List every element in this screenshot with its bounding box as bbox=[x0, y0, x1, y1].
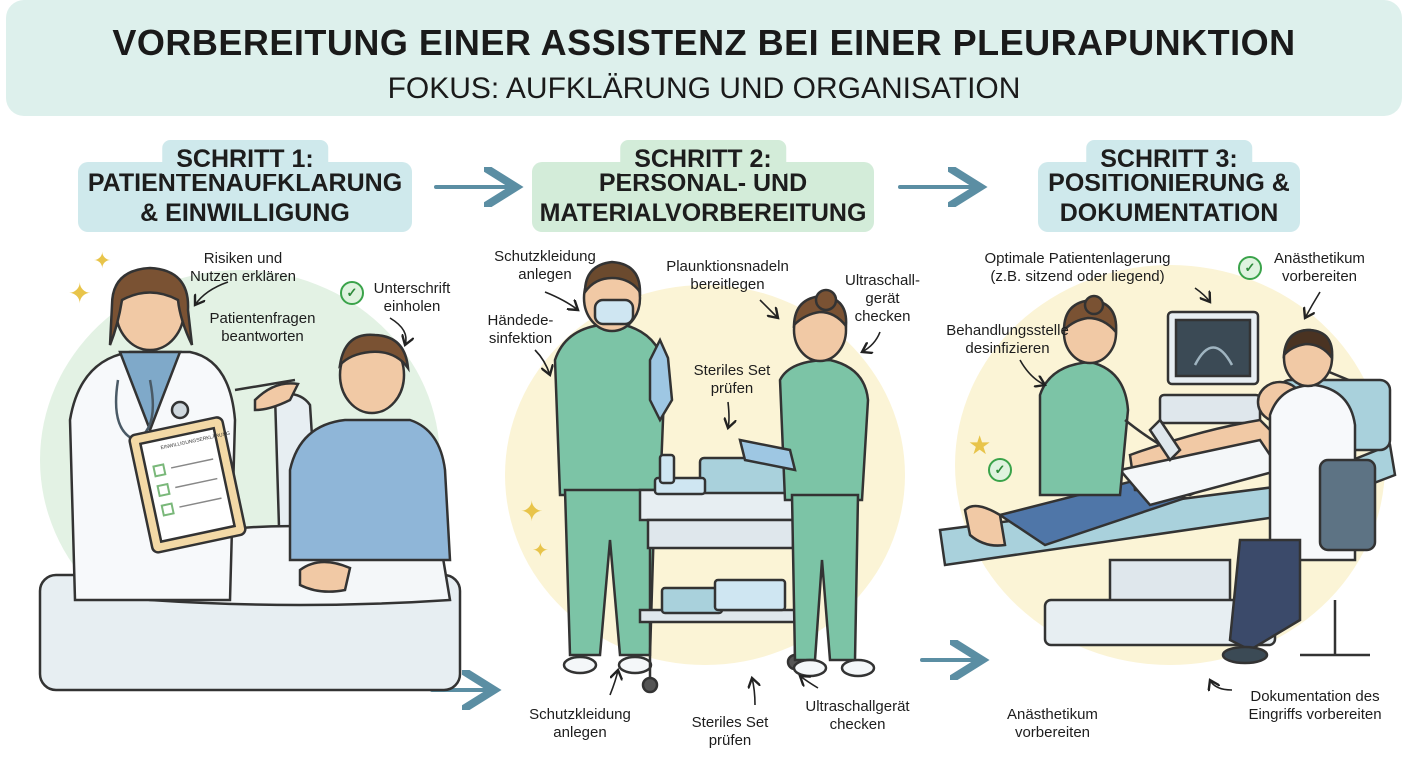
doctor-figure-seated bbox=[1221, 328, 1377, 665]
ultrasound-machine bbox=[1158, 310, 1262, 425]
note-steriles-set-bottom: Steriles Set prüfen bbox=[691, 714, 769, 749]
nurse-figure-female bbox=[738, 288, 876, 678]
step1-tab-label: SCHRITT 1: bbox=[162, 140, 328, 174]
header-banner bbox=[6, 0, 1402, 116]
sparkle-star-icon: ✦ bbox=[93, 248, 112, 273]
step3-tag: SCHRITT 3: POSITIONIERUNG & DOKUMENTATIO… bbox=[1038, 140, 1300, 232]
patient-lying bbox=[963, 380, 1304, 547]
step3-tab-label: SCHRITT 3: bbox=[1086, 140, 1252, 174]
instrument-cart bbox=[638, 453, 804, 694]
page-subtitle: FOKUS: AUFKLÄRUNG UND ORGANISATION bbox=[387, 72, 1021, 105]
sparkle-star-icon: ✦ bbox=[68, 278, 92, 309]
step3-title-line2: DOKUMENTATION bbox=[1059, 199, 1279, 227]
annotation-arrows bbox=[195, 281, 1321, 706]
step2-tag: SCHRITT 2: PERSONAL- UND MATERIALVORBERE… bbox=[532, 140, 874, 232]
note-punktionsnadeln: Plaunktionsnadeln bereitlegen bbox=[666, 258, 789, 293]
step1-tag: SCHRITT 1: PATIENTENAUFKLÄRUNG & EINWILL… bbox=[78, 140, 412, 232]
sparkle-star-icon: ✦ bbox=[520, 496, 544, 527]
note-unterschrift: Unterschrift einholen bbox=[373, 280, 451, 315]
note-haendedesinfektion: Händede- sinfektion bbox=[487, 312, 554, 347]
note-behandlungsstelle: Behandlungsstelle desinfizieren bbox=[946, 322, 1069, 357]
patient-figure bbox=[288, 333, 452, 593]
note-schutzkleidung-bottom: Schutzkleidung anlegen bbox=[529, 706, 631, 741]
check-circle-icon: ✓ bbox=[340, 281, 364, 305]
note-risiken-nutzen: Risiken und Nutzen erklären bbox=[190, 250, 296, 285]
note-steriles-set-mid: Steriles Set prüfen bbox=[693, 362, 771, 397]
consent-form-clipboard bbox=[128, 416, 247, 554]
note-anaesthetikum-bottom: Anästhetikum vorbereiten bbox=[1007, 706, 1098, 741]
note-ultraschall-top: Ultraschall- gerät checken bbox=[844, 272, 920, 325]
note-patientenlagerung: Optimale Patientenlagerung (z.B. sitzend… bbox=[984, 250, 1171, 285]
note-dokumentation: Dokumentation des Eingriffs vorbereiten bbox=[1248, 688, 1382, 723]
step2-tab-label: SCHRITT 2: bbox=[620, 140, 786, 174]
sparkle-star-icon: ★ bbox=[968, 430, 992, 460]
step2-title-line2: MATERIALVORBEREITUNG bbox=[539, 199, 867, 227]
check-circle-icon: ✓ bbox=[988, 458, 1012, 482]
note-patientenfragen: Patientenfragen beantworten bbox=[209, 310, 316, 345]
note-ultraschallgeraet-bottom: Ultraschallgerät checken bbox=[805, 698, 910, 733]
sparkle-star-icon: ✦ bbox=[532, 540, 549, 562]
note-anaesthetikum-top: Anästhetikum vorbereiten bbox=[1274, 250, 1365, 285]
note-schutzkleidung-top: Schutzkleidung anlegen bbox=[494, 248, 596, 283]
step1-title-line2: & EINWILLIGUNG bbox=[140, 199, 350, 227]
page-title: VORBEREITUNG EINER ASSISTENZ BEI EINER P… bbox=[112, 22, 1296, 63]
check-circle-icon: ✓ bbox=[1238, 256, 1262, 280]
nurse-figure-scanning bbox=[1038, 294, 1182, 497]
